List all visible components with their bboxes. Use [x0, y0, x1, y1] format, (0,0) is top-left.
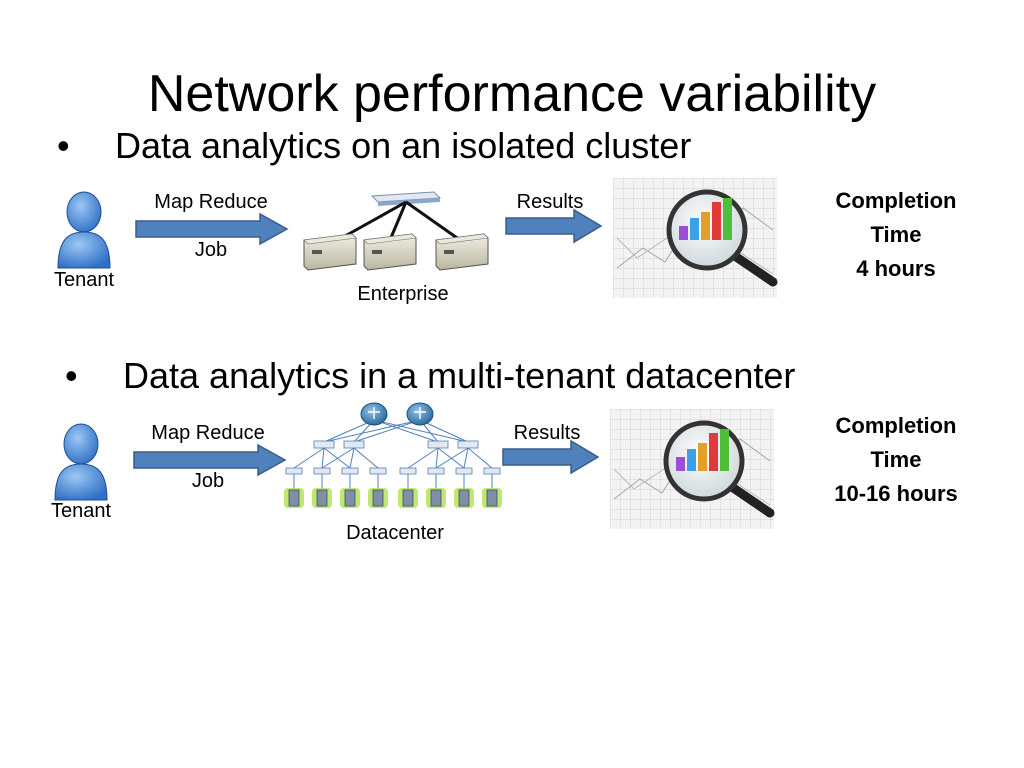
- arrow-label-map-reduce: Map Reduce: [151, 422, 265, 444]
- completion-line-1: Completion: [835, 188, 957, 213]
- datacenter-label: Datacenter: [346, 522, 444, 544]
- completion-time: Completion Time 4 hours: [806, 184, 986, 286]
- arrow-right-icon: [502, 439, 600, 475]
- bullet-text: Data analytics on an isolated cluster: [115, 125, 692, 166]
- bullet-isolated-cluster: • Data analytics on an isolated cluster: [57, 124, 691, 168]
- arrow-right-icon: [505, 208, 603, 244]
- tenant-label: Tenant: [53, 269, 115, 291]
- user-icon: [54, 423, 108, 501]
- arrow-label-job: Job: [191, 470, 225, 492]
- bullet-dot: •: [57, 125, 70, 166]
- slide-title: Network performance variability: [147, 65, 877, 123]
- bullet-text: Data analytics in a multi-tenant datacen…: [123, 355, 796, 396]
- completion-time: Completion Time 10-16 hours: [806, 409, 986, 511]
- completion-line-2: Time: [870, 222, 922, 247]
- magnified-chart-icon: [613, 178, 778, 298]
- completion-line-2: Time: [870, 447, 922, 472]
- arrow-right-icon: [135, 212, 289, 246]
- arrow-label-job: Job: [194, 239, 228, 261]
- magnified-chart-icon: [610, 409, 775, 529]
- tenant-label: Tenant: [50, 500, 112, 522]
- arrow-label-results: Results: [513, 422, 581, 444]
- arrow-right-icon: [133, 443, 287, 477]
- completion-line-1: Completion: [835, 413, 957, 438]
- bullet-multi-tenant: • Data analytics in a multi-tenant datace…: [65, 354, 795, 398]
- enterprise-label: Enterprise: [357, 283, 449, 305]
- arrow-label-map-reduce: Map Reduce: [154, 191, 268, 213]
- server-cluster-icon: [303, 191, 489, 271]
- completion-value: 4 hours: [856, 256, 936, 281]
- user-icon: [57, 191, 111, 269]
- datacenter-topology-icon: [284, 402, 502, 508]
- bullet-dot: •: [65, 355, 78, 396]
- arrow-label-results: Results: [516, 191, 584, 213]
- completion-value: 10-16 hours: [834, 481, 958, 506]
